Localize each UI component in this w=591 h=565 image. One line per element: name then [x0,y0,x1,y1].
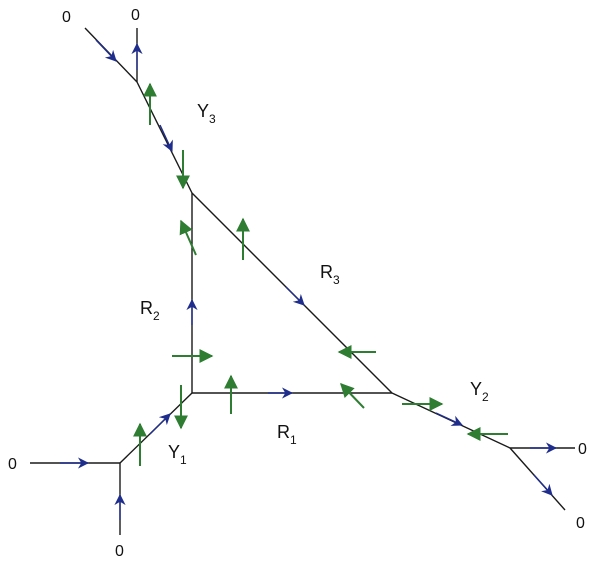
zero-label-lower-right: 0 [576,515,585,532]
label-y1: Y1 [168,442,187,467]
blue-arrow-y2 [435,412,464,426]
label-r3: R3 [320,262,340,287]
zero-label-right: 0 [578,441,587,458]
green-arrow-5 [179,219,197,256]
label-r2: R2 [140,298,160,323]
label-y2: Y2 [470,379,489,404]
zero-label-top: 0 [131,7,140,24]
zero-label-upper-left: 0 [62,9,71,26]
label-r1: R1 [277,422,297,447]
zero-label-left: 0 [8,456,17,473]
zero-labels: 0 0 0 0 0 0 [8,7,587,560]
blue-arrow-y3 [159,124,173,153]
green-arrows [133,82,508,466]
blue-arrow-r3 [285,286,305,306]
edge-labels: Y3 R3 R2 R1 Y1 Y2 [140,101,489,467]
zero-label-bottom: 0 [115,543,124,560]
edges [30,27,575,535]
blue-arrow-lower-right-leg [533,474,553,496]
blue-arrow-y1 [149,413,171,435]
blue-arrow-upper-left-leg [95,39,117,62]
label-y3: Y3 [197,101,216,126]
blue-arrows [60,39,558,520]
green-arrow-8 [340,382,365,409]
